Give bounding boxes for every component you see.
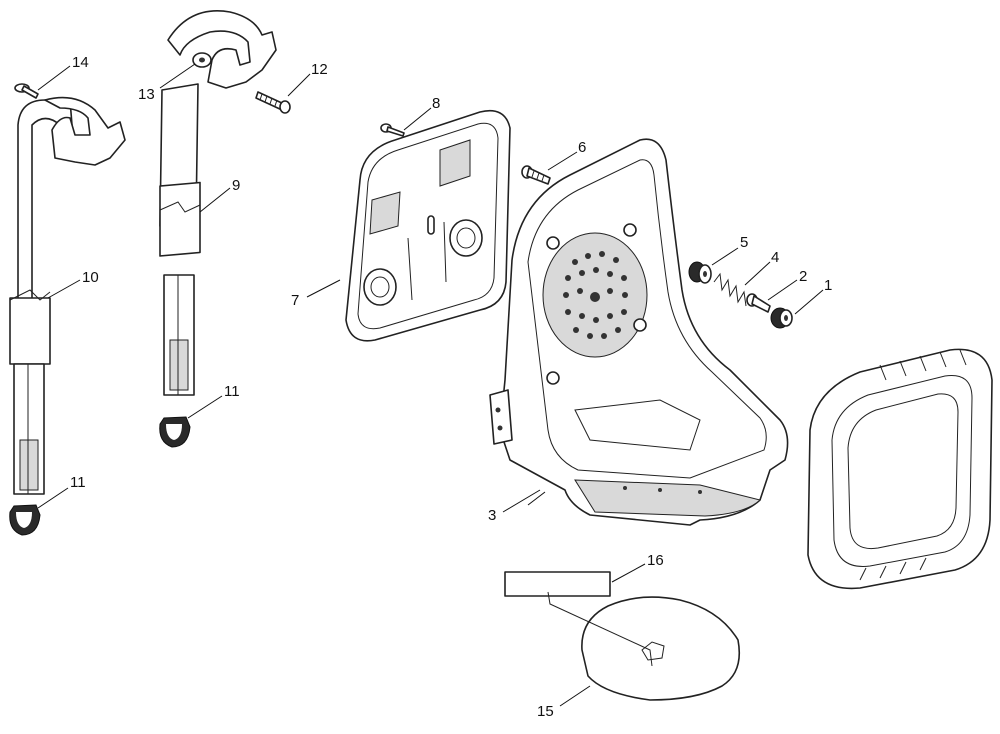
part-labels: 1 2 3 4 5 6 7 8 9 10 11 11 12 13 14 15 1…: [70, 54, 832, 720]
bushing-13: [192, 52, 212, 68]
callout-4: 4: [771, 249, 779, 266]
bolt-6: [521, 165, 551, 185]
grille-holes: [563, 251, 628, 339]
d-ring-11-left: [9, 504, 41, 536]
back-pad-7: [345, 109, 511, 342]
bolt-12: [255, 91, 291, 114]
callout-13: 13: [138, 86, 155, 103]
d-ring-11-right: [159, 416, 191, 448]
back-frame-3: [489, 138, 789, 526]
leader-lines: [37, 63, 824, 707]
callout-10: 10: [82, 269, 99, 286]
callout-3: 3: [488, 507, 496, 524]
callout-7: 7: [291, 292, 299, 309]
callout-11-right: 11: [224, 383, 240, 400]
callout-2: 2: [799, 268, 807, 285]
shoulder-strap-left: [9, 96, 126, 495]
callout-1: 1: [824, 277, 832, 294]
grommet-1: [770, 307, 793, 329]
callout-6: 6: [578, 139, 586, 156]
callout-8: 8: [432, 95, 440, 112]
hip-frame: [807, 348, 993, 590]
callout-9: 9: [232, 177, 240, 194]
callout-11-left: 11: [70, 474, 86, 491]
spring-4: [713, 272, 747, 307]
callout-15: 15: [537, 703, 554, 720]
shoulder-strap-right: [159, 10, 277, 396]
screw-8: [380, 123, 405, 137]
grommet-5: [688, 261, 712, 284]
callout-16: 16: [647, 552, 664, 569]
callout-12: 12: [311, 61, 328, 78]
label-16: [504, 571, 611, 597]
callout-14: 14: [72, 54, 89, 71]
pad-15: [547, 591, 741, 701]
screw-14: [14, 83, 39, 99]
bolt-2: [746, 293, 771, 313]
callout-5: 5: [740, 234, 748, 251]
